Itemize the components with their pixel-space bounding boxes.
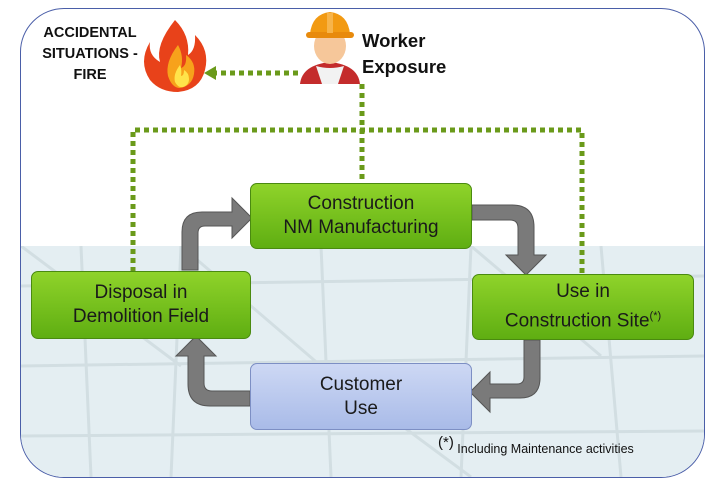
footnote-mark: (*) — [649, 310, 662, 323]
construction-worker-icon — [300, 12, 360, 84]
stage-customer-use: Customer Use — [250, 363, 472, 430]
footnote-note-mark: (*) — [438, 434, 454, 451]
arrow-manufacturing-to-use — [471, 204, 548, 276]
footnote: (*) Including Maintenance activities — [438, 434, 634, 457]
stage-disposal: Disposal in Demolition Field — [31, 271, 251, 339]
arrow-customer-to-disposal — [174, 335, 251, 407]
arrow-use-to-customer — [469, 339, 541, 414]
footnote-text: Including Maintenance activities — [453, 442, 634, 456]
stage-customer-label: Customer Use — [319, 373, 403, 419]
hazard-label: ACCIDENTAL SITUATIONS - FIRE — [42, 25, 138, 83]
stage-use-label: Use in Construction Site(*) — [504, 281, 662, 332]
stage-disposal-label: Disposal in Demolition Field — [72, 282, 210, 327]
stage-manufacturing-label: Construction NM Manufacturing — [283, 193, 439, 238]
stage-use-construction-site: Use in Construction Site(*) — [472, 274, 694, 340]
dotted-arrowhead-to-fire — [204, 66, 216, 80]
stage-manufacturing: Construction NM Manufacturing — [250, 183, 472, 249]
arrow-disposal-to-manufacturing — [181, 196, 253, 271]
fire-icon — [144, 20, 207, 92]
worker-exposure-label: Worker Exposure — [362, 30, 447, 77]
